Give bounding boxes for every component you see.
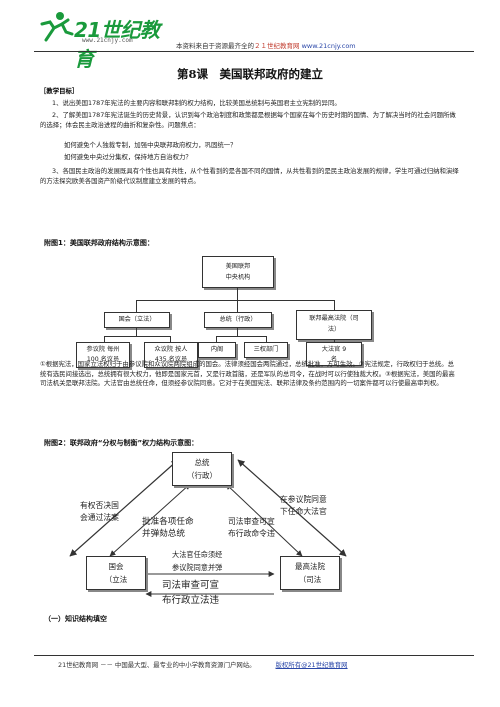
footer-copyright-link[interactable]: 版权所有@21世纪教育网 [275,661,348,669]
connector [216,336,217,342]
figure2-caption: 附图2：联邦政府“分权与制衡”权力结构示意图： [44,439,199,447]
node-congress: 国会 （立法 [86,556,146,590]
figure1-caption: 附图1：美国联邦政府结构示意图： [44,239,154,247]
senate-consent-line-2: 参议院同意并弹 [172,563,223,572]
approve-line-2: 并弹劾总统 [142,529,185,539]
edge-president-court-inner [225,483,303,557]
appoint-line-1: 在参议院同意 [280,495,327,504]
goal-question-2: 如何避免中央过分集权，保持地方自治权力？ [64,153,192,161]
chart-departments-node: 三权部门 [244,342,288,358]
header-note-site[interactable]: ２１世纪教育网 [254,42,300,50]
goal-question-1: 如何避免个人独裁专制，加强中央联邦政府权力，巩固统一？ [64,141,237,149]
connector [237,300,238,312]
node-supreme-court: 最高法院 （司法 [280,556,340,590]
figure1-org-chart: 美国联邦 中央机构 国会（立法） 总统（行政） 联邦最高法院（司 法） 参议院 … [40,250,458,368]
header-divider [34,51,474,52]
house-line-2: 435 名议员 [154,356,188,363]
justices-line-2: 名 [330,356,338,363]
judicial-line-1: 联邦最高法院（司 [309,315,359,322]
judicial-review-line-1: 司法审查可宣 [162,580,220,591]
footer-text: 21世纪教育网 －－ 中国最大型、最专业的中小学教育资源门户网站。 [58,661,256,669]
label-senate-consent: 大法官任命须经 参议院同意并弹 [172,548,222,574]
label-veto: 有权否决国 会通过法案 [80,500,119,524]
goal-paragraph-1: 1、说出美国1787年宪法的主要内容和联邦制的权力结构，比较美国总统制与英国君主… [52,99,341,107]
appoint-line-2: 下任命大法官 [280,507,327,516]
connector [104,336,170,337]
court-line-1: 最高法院 [295,562,325,571]
connector [136,328,137,336]
connector [136,300,137,312]
connector [334,340,335,342]
justices-line-1: 大法官 9 [321,346,347,353]
page-footer: 21世纪教育网 －－ 中国最大型、最专业的中小学教育资源门户网站。 版权所有@21… [58,660,348,669]
senate-line-2: 100 名议员 [86,356,120,363]
label-judicial-review-law: 司法审查可宣 布行政立法违 [162,578,219,608]
logo-text: 21世纪教育 [74,18,160,71]
judicial-review-line-2: 布行政立法违 [162,595,220,606]
chart-judicial-node: 联邦最高法院（司 法） [296,310,372,340]
review-line-1: 司法审查可宣 [228,517,275,526]
senate-line-1: 参议院 每州 [86,346,120,353]
page-title: 第8课 美国联邦政府的建立 [176,67,323,81]
connector [237,328,238,336]
president-line-1: 总统 [194,458,210,467]
figure1-description: ①根据宪法，国家立法权归于由参议院和众议院两院组成的国会。法律须经国会两院通过，… [40,360,455,388]
congress-line-1: 国会 [108,562,124,571]
label-appoint-justices: 在参议院同意 下任命大法官 [280,494,327,518]
veto-line-1: 有权否决国 [80,501,119,510]
review-line-2: 布行政命令违 [228,529,275,538]
header-note-prefix: 本资料来自于资源最齐全的 [176,42,254,50]
chart-cabinet-node: 内阁 [198,342,236,358]
edge-president-congress-inner [109,483,191,557]
root-line-1: 美国联邦 [225,263,251,270]
senate-consent-line-1: 大法官任命须经 [172,550,223,559]
president-line-2: （行政） [187,471,217,480]
root-line-2: 中央机构 [225,274,251,281]
house-line-1: 众议院 按人 [154,346,188,353]
figure2-diagram [69,459,347,597]
header-note-url[interactable]: www.21cnjy.com [301,42,356,50]
logo-url: www.21cnjy.com [82,37,133,44]
judicial-line-2: 法） [327,326,341,333]
header-note: 本资料来自于资源最齐全的２１世纪教育网 www.21cnjy.com [176,40,356,50]
connector [334,300,335,312]
label-approve-impeach: 批准各项任命 并弹劾总统 [142,516,194,540]
goals-heading: ［教学目标］ [40,87,79,95]
node-president: 总统 （行政） [172,452,232,486]
chart-legislative-node: 国会（立法） [104,312,170,328]
veto-line-2: 会通过法案 [80,513,119,522]
chart-root-node: 美国联邦 中央机构 [202,256,274,288]
chart-justices-node: 大法官 9 名 [306,342,362,366]
chart-house-node: 众议院 按人 435 名议员 [144,342,198,368]
congress-line-2: （立法 [104,575,128,584]
site-logo[interactable]: 21世纪教育 www.21cnjy.com [36,10,176,71]
chart-executive-node: 总统（行政） [204,312,272,328]
goal-paragraph-3: 3、各国民主政治的发展既具有个性也具有共性，从个性看到的是各国不同的国情，从共性… [40,167,459,185]
goal-paragraph-2: 2、了解美国1787年宪法诞生的历史背景，认识到每个政治制度和政策都是根据每个国… [40,111,456,129]
connector [136,300,334,301]
connector [170,336,171,342]
approve-line-1: 批准各项任命 [142,517,194,527]
chart-senate-node: 参议院 每州 100 名议员 [76,342,130,368]
court-line-2: （司法 [298,575,322,584]
connector [104,336,105,342]
section-heading: （一）知识结构填空 [44,615,107,623]
footer-divider [34,655,474,656]
runner-icon [40,12,74,42]
connector [216,336,266,337]
connector [237,288,238,300]
label-judicial-review-exec: 司法审查可宣 布行政命令违 [228,516,275,540]
connector [266,336,267,342]
